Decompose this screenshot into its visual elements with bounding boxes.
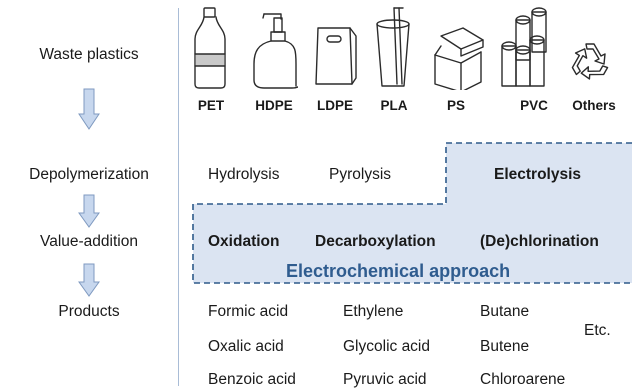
method-oxidation: Oxidation	[208, 233, 280, 250]
product-benzoic-acid: Benzoic acid	[208, 371, 296, 388]
stage-waste-plastics: Waste plastics	[39, 46, 139, 63]
down-arrow-icon	[78, 263, 100, 297]
product-oxalic-acid: Oxalic acid	[208, 338, 284, 355]
cup-with-straw-icon	[376, 7, 410, 87]
stage-depolymerization: Depolymerization	[29, 166, 149, 183]
stage-value-addition: Value-addition	[40, 233, 138, 250]
method-hydrolysis: Hydrolysis	[208, 166, 280, 183]
down-arrow-icon	[78, 194, 100, 228]
plastic-label-others: Others	[572, 98, 616, 113]
method-decarboxylation: Decarboxylation	[315, 233, 436, 250]
approach-label: Electrochemical approach	[282, 260, 515, 282]
product-glycolic-acid: Glycolic acid	[343, 338, 430, 355]
product-ethylene: Ethylene	[343, 303, 404, 320]
plastic-label-pet: PET	[197, 98, 225, 113]
bottle-icon	[194, 7, 226, 89]
plastic-bag-icon	[315, 27, 357, 85]
product-formic-acid: Formic acid	[208, 303, 289, 320]
product-chloroarene: Chloroarene	[480, 371, 566, 388]
method-pyrolysis: Pyrolysis	[329, 166, 392, 183]
product-butene: Butene	[480, 338, 530, 355]
stage-products: Products	[58, 303, 120, 320]
plastic-label-pvc: PVC	[520, 98, 548, 113]
product-pyruvic-acid: Pyruvic acid	[343, 371, 427, 388]
product-etc: Etc.	[584, 322, 611, 339]
plastic-label-pla: PLA	[380, 98, 408, 113]
recycle-icon	[571, 43, 609, 80]
plastic-label-ps: PS	[446, 98, 465, 113]
pump-bottle-icon	[253, 13, 298, 89]
down-arrow-icon	[78, 88, 100, 130]
product-butane: Butane	[480, 303, 530, 320]
foam-box-icon	[434, 27, 484, 90]
method-dechlorination: (De)chlorination	[480, 233, 599, 250]
plastic-label-ldpe: LDPE	[316, 98, 353, 113]
method-electrolysis: Electrolysis	[494, 166, 582, 183]
pipes-icon	[501, 7, 547, 87]
plastic-label-hdpe: HDPE	[255, 98, 293, 113]
column-divider	[178, 8, 179, 386]
